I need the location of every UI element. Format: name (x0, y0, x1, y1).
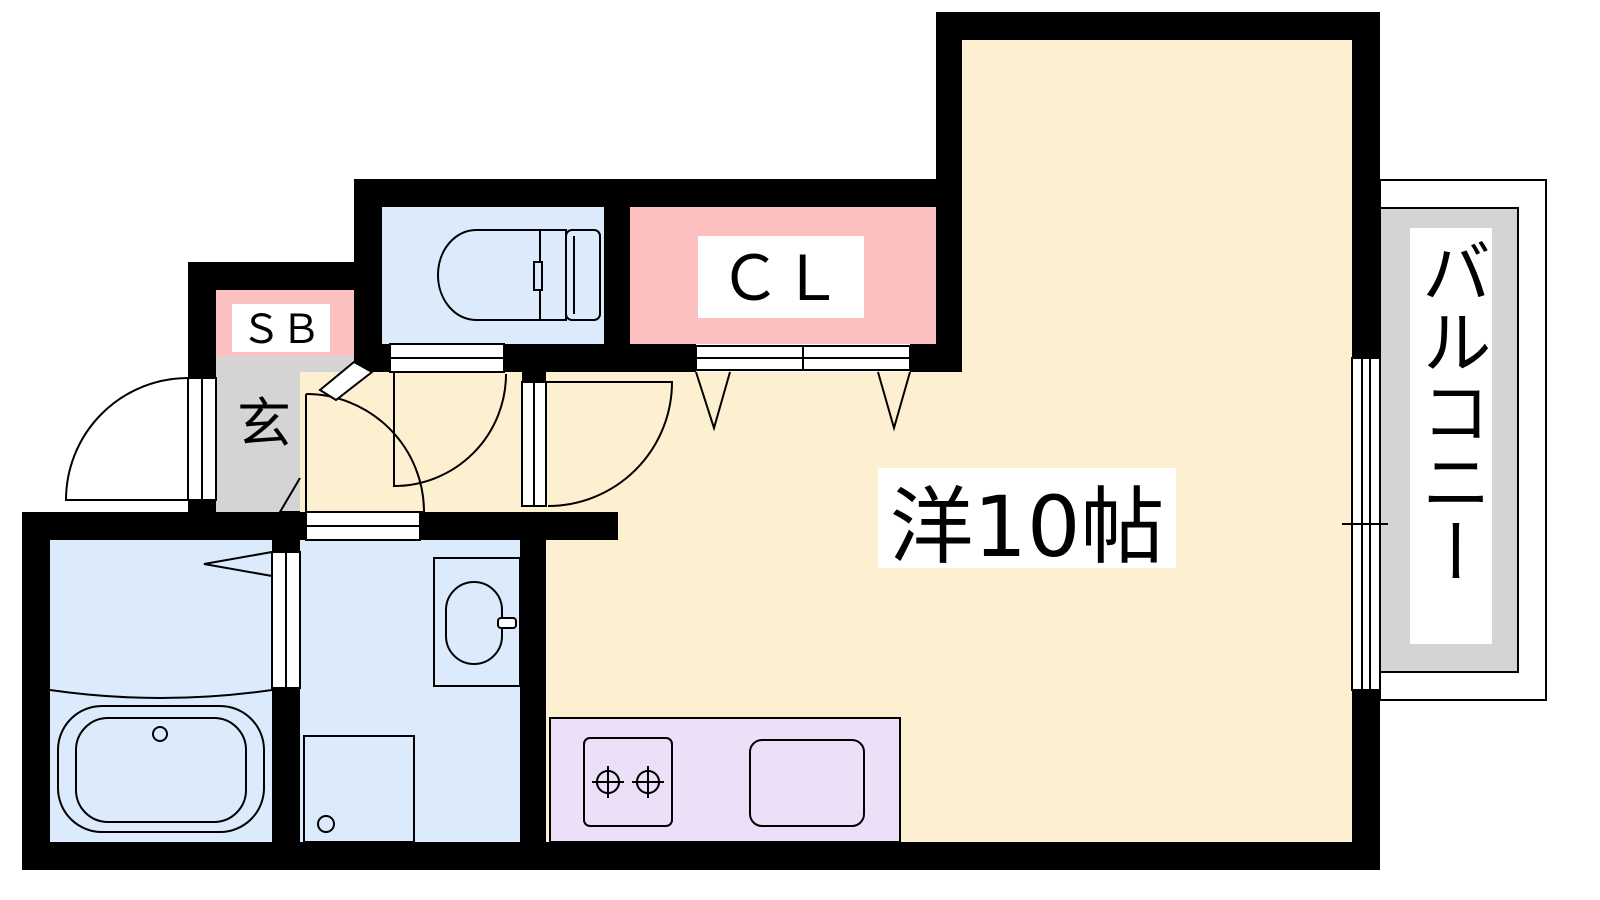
shoe-box-label: ＳＢ (241, 307, 321, 353)
wall-bath-wash-divider-upper (272, 512, 300, 552)
western-room-floor (522, 40, 1352, 842)
closet-label: ＣＬ (719, 242, 843, 315)
wall-main-top (936, 12, 1380, 40)
wall-toilet-bottom-right (504, 344, 604, 372)
toilet-door (389, 343, 507, 488)
wall-closet-bottom-right (910, 344, 962, 372)
wall-wash-top (420, 512, 618, 540)
wall-main-right-lower (1352, 690, 1380, 870)
room-labels: ＣＬ ＳＢ 玄 洋10帖 バルコニー (232, 228, 1492, 644)
wall-bath-left (22, 512, 50, 870)
walls (22, 12, 1380, 870)
wall-bottom (22, 842, 1380, 870)
wall-closet-bottom-left (604, 344, 696, 372)
wall-hall-pillar (522, 372, 546, 382)
front-door (64, 377, 217, 501)
wall-bath-wash-divider-lower (272, 688, 300, 870)
entrance-floor (216, 356, 354, 512)
shoe-box-door (278, 360, 374, 513)
washbasin-fixture (433, 557, 521, 687)
wall-wash-right (520, 512, 546, 870)
kitchen-sink-fixture (749, 739, 865, 827)
stove-fixture (583, 737, 673, 827)
toilet-fixture (437, 229, 601, 321)
bathroom-door (203, 551, 301, 689)
wall-toilet-top (354, 179, 962, 207)
washing-machine-space (303, 735, 415, 843)
room-fills (50, 40, 1547, 843)
closet-doors (695, 345, 911, 432)
entrance-label: 玄 (237, 392, 291, 455)
bathtub-fixture (49, 689, 273, 833)
balcony-label: バルコニー (1410, 236, 1492, 586)
wall-bath-top (22, 512, 306, 540)
wall-main-right-upper (1352, 12, 1380, 358)
wall-sb-left-upper (188, 262, 216, 378)
hall-door (305, 393, 425, 541)
balcony-window (1342, 357, 1388, 691)
wall-sb-top (188, 262, 382, 290)
doors (64, 343, 1388, 691)
western-room-label: 洋10帖 (890, 478, 1165, 576)
room-door (521, 381, 674, 507)
fixtures (49, 229, 865, 843)
